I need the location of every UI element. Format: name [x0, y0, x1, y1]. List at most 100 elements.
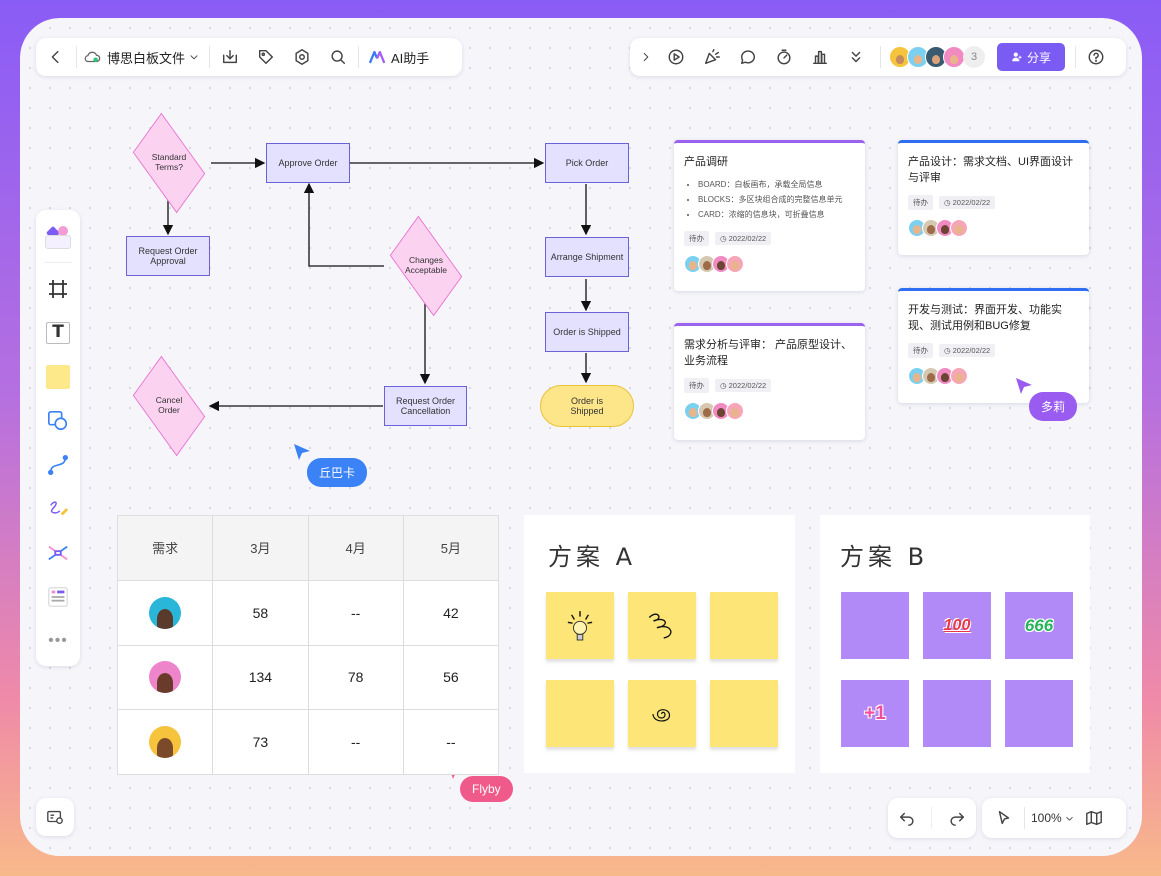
- chevron-down-icon[interactable]: [185, 43, 203, 71]
- flow-box-order-shipped[interactable]: Order is Shipped: [545, 312, 629, 352]
- table-tool[interactable]: [36, 575, 80, 619]
- flow-box-request-cancellation[interactable]: Request Order Cancellation: [384, 386, 467, 426]
- due-date-value: 2022/02/22: [728, 380, 767, 390]
- avatar: [726, 401, 744, 420]
- flow-oval-order-shipped[interactable]: Order is Shipped: [540, 385, 634, 427]
- zoom-chevron-down-icon[interactable]: [1062, 804, 1078, 832]
- flow-diamond-cancel-order[interactable]: Cancel Order: [126, 355, 212, 457]
- ai-assistant-button[interactable]: AI助手: [369, 48, 429, 67]
- sticky-note[interactable]: +1: [841, 680, 909, 747]
- sticky-note[interactable]: 100: [923, 592, 991, 659]
- flow-box-arrange-shipment[interactable]: Arrange Shipment: [545, 237, 629, 277]
- play-icon[interactable]: [662, 43, 690, 71]
- whiteboard-canvas[interactable]: 博思白板文件 AI助手: [20, 18, 1142, 856]
- mindmap-icon: [48, 545, 68, 561]
- text-tool[interactable]: T: [36, 311, 80, 355]
- avatar: [889, 46, 911, 68]
- sticky-note[interactable]: [710, 592, 778, 659]
- cursor-arrow-icon: [1016, 378, 1032, 394]
- avatar: [936, 366, 954, 385]
- scribble-icon: [648, 613, 672, 639]
- task-card[interactable]: 产品调研 BOARD：白板画布，承载全局信息 BLOCKS：多区块组合成的完整信…: [674, 140, 865, 291]
- due-date-value: 2022/02/22: [952, 197, 991, 207]
- collaborator-avatars[interactable]: 3: [889, 46, 985, 68]
- search-icon[interactable]: [324, 43, 352, 71]
- sticky-note[interactable]: [628, 680, 696, 747]
- table-icon: [48, 587, 68, 607]
- flow-node-label: Cancel Order: [155, 395, 183, 415]
- minimap-toggle[interactable]: [36, 798, 74, 836]
- vote-icon[interactable]: [806, 43, 834, 71]
- user-add-icon: [1012, 52, 1022, 62]
- shape-tool[interactable]: [36, 399, 80, 443]
- sticky-note[interactable]: [1005, 680, 1073, 747]
- sticky-note[interactable]: [841, 592, 909, 659]
- divider: [931, 807, 933, 829]
- pen-tool[interactable]: [36, 487, 80, 531]
- help-icon[interactable]: [1082, 43, 1110, 71]
- task-card[interactable]: 产品设计：需求文档、UI界面设计与评审 待办 ◷ 2022/02/22: [898, 140, 1089, 255]
- template-tool[interactable]: [36, 216, 80, 260]
- mindmap-tool[interactable]: [36, 531, 80, 575]
- frame-tool[interactable]: [36, 267, 80, 311]
- cursor-label-dolly: 多莉: [1029, 392, 1078, 421]
- more-tools[interactable]: •••: [36, 619, 80, 663]
- flow-node-label: Standard Terms?: [151, 152, 187, 172]
- due-date: ◷ 2022/02/22: [939, 195, 996, 209]
- tag-icon[interactable]: [252, 43, 280, 71]
- redo-icon[interactable]: [943, 804, 971, 832]
- undo-icon[interactable]: [893, 804, 921, 832]
- plan-b-panel[interactable]: 方案 B 100 666 +1: [820, 515, 1090, 773]
- chevron-right-icon[interactable]: [638, 43, 654, 71]
- celebrate-icon[interactable]: [698, 43, 726, 71]
- sticky-note[interactable]: [710, 680, 778, 747]
- settings-icon[interactable]: [288, 43, 316, 71]
- plan-a-panel[interactable]: 方案 A: [524, 515, 795, 773]
- flow-diamond-changes-acceptable[interactable]: Changes Acceptable: [383, 215, 469, 317]
- sticker-100: 100: [943, 616, 971, 634]
- sticky-note[interactable]: [546, 592, 614, 659]
- select-pointer-icon[interactable]: [990, 804, 1018, 832]
- card-bullet: BOARD：白板画布，承载全局信息: [698, 177, 855, 192]
- due-date-value: 2022/02/22: [952, 345, 991, 355]
- sticky-note[interactable]: [546, 680, 614, 747]
- connector-icon: [48, 455, 68, 475]
- flow-node-label: Approve Order: [278, 157, 338, 168]
- card-title: 产品设计：需求文档、UI界面设计与评审: [908, 156, 1073, 184]
- timer-icon[interactable]: [770, 43, 798, 71]
- sticky-note[interactable]: [628, 592, 696, 659]
- sticky-note-icon: [46, 365, 70, 389]
- back-icon[interactable]: [42, 43, 70, 71]
- table-row: 134 78 56: [116, 644, 500, 711]
- flow-diamond-standard-terms[interactable]: Standard Terms?: [126, 112, 212, 214]
- sticky-note[interactable]: [923, 680, 991, 747]
- share-label: 分享: [1026, 50, 1051, 65]
- zoom-bar: 100%: [982, 798, 1126, 838]
- comment-icon[interactable]: [734, 43, 762, 71]
- table-cell: 78: [307, 644, 404, 711]
- due-date: ◷ 2022/02/22: [715, 378, 772, 392]
- more-down-icon[interactable]: [842, 43, 870, 71]
- due-date-value: 2022/02/22: [728, 233, 767, 243]
- sticky-note[interactable]: 666: [1005, 592, 1073, 659]
- connector-tool[interactable]: [36, 443, 80, 487]
- flow-node-label: Arrange Shipment: [550, 251, 624, 262]
- avatar: [712, 254, 730, 273]
- avatar-cell: [116, 644, 214, 711]
- file-name[interactable]: 博思白板文件: [107, 50, 186, 66]
- sticky-note-tool[interactable]: [36, 355, 80, 399]
- avatar: [726, 254, 744, 273]
- task-card[interactable]: 需求分析与评审： 产品原型设计、业务流程 待办 ◷ 2022/02/22: [674, 323, 865, 440]
- avatar-count[interactable]: 3: [963, 46, 985, 68]
- zoom-level[interactable]: 100%: [1031, 811, 1062, 825]
- download-icon[interactable]: [216, 43, 244, 71]
- card-bullet: CARD：浓缩的信息块，可折叠信息: [698, 207, 855, 222]
- task-card[interactable]: 开发与测试：界面开发、功能实现、测试用例和BUG修复 待办 ◷ 2022/02/…: [898, 288, 1089, 403]
- flow-box-approve-order[interactable]: Approve Order: [266, 143, 350, 183]
- flow-box-request-approval[interactable]: Request Order Approval: [126, 236, 210, 276]
- map-icon[interactable]: [1080, 804, 1108, 832]
- flow-box-pick-order[interactable]: Pick Order: [545, 143, 629, 183]
- demand-table[interactable]: 需求 3月 4月 5月 58 -- 42 134 78 56 73 -- --: [116, 515, 500, 775]
- share-button[interactable]: 分享: [997, 43, 1065, 71]
- card-title: 开发与测试：界面开发、功能实现、测试用例和BUG修复: [908, 304, 1062, 332]
